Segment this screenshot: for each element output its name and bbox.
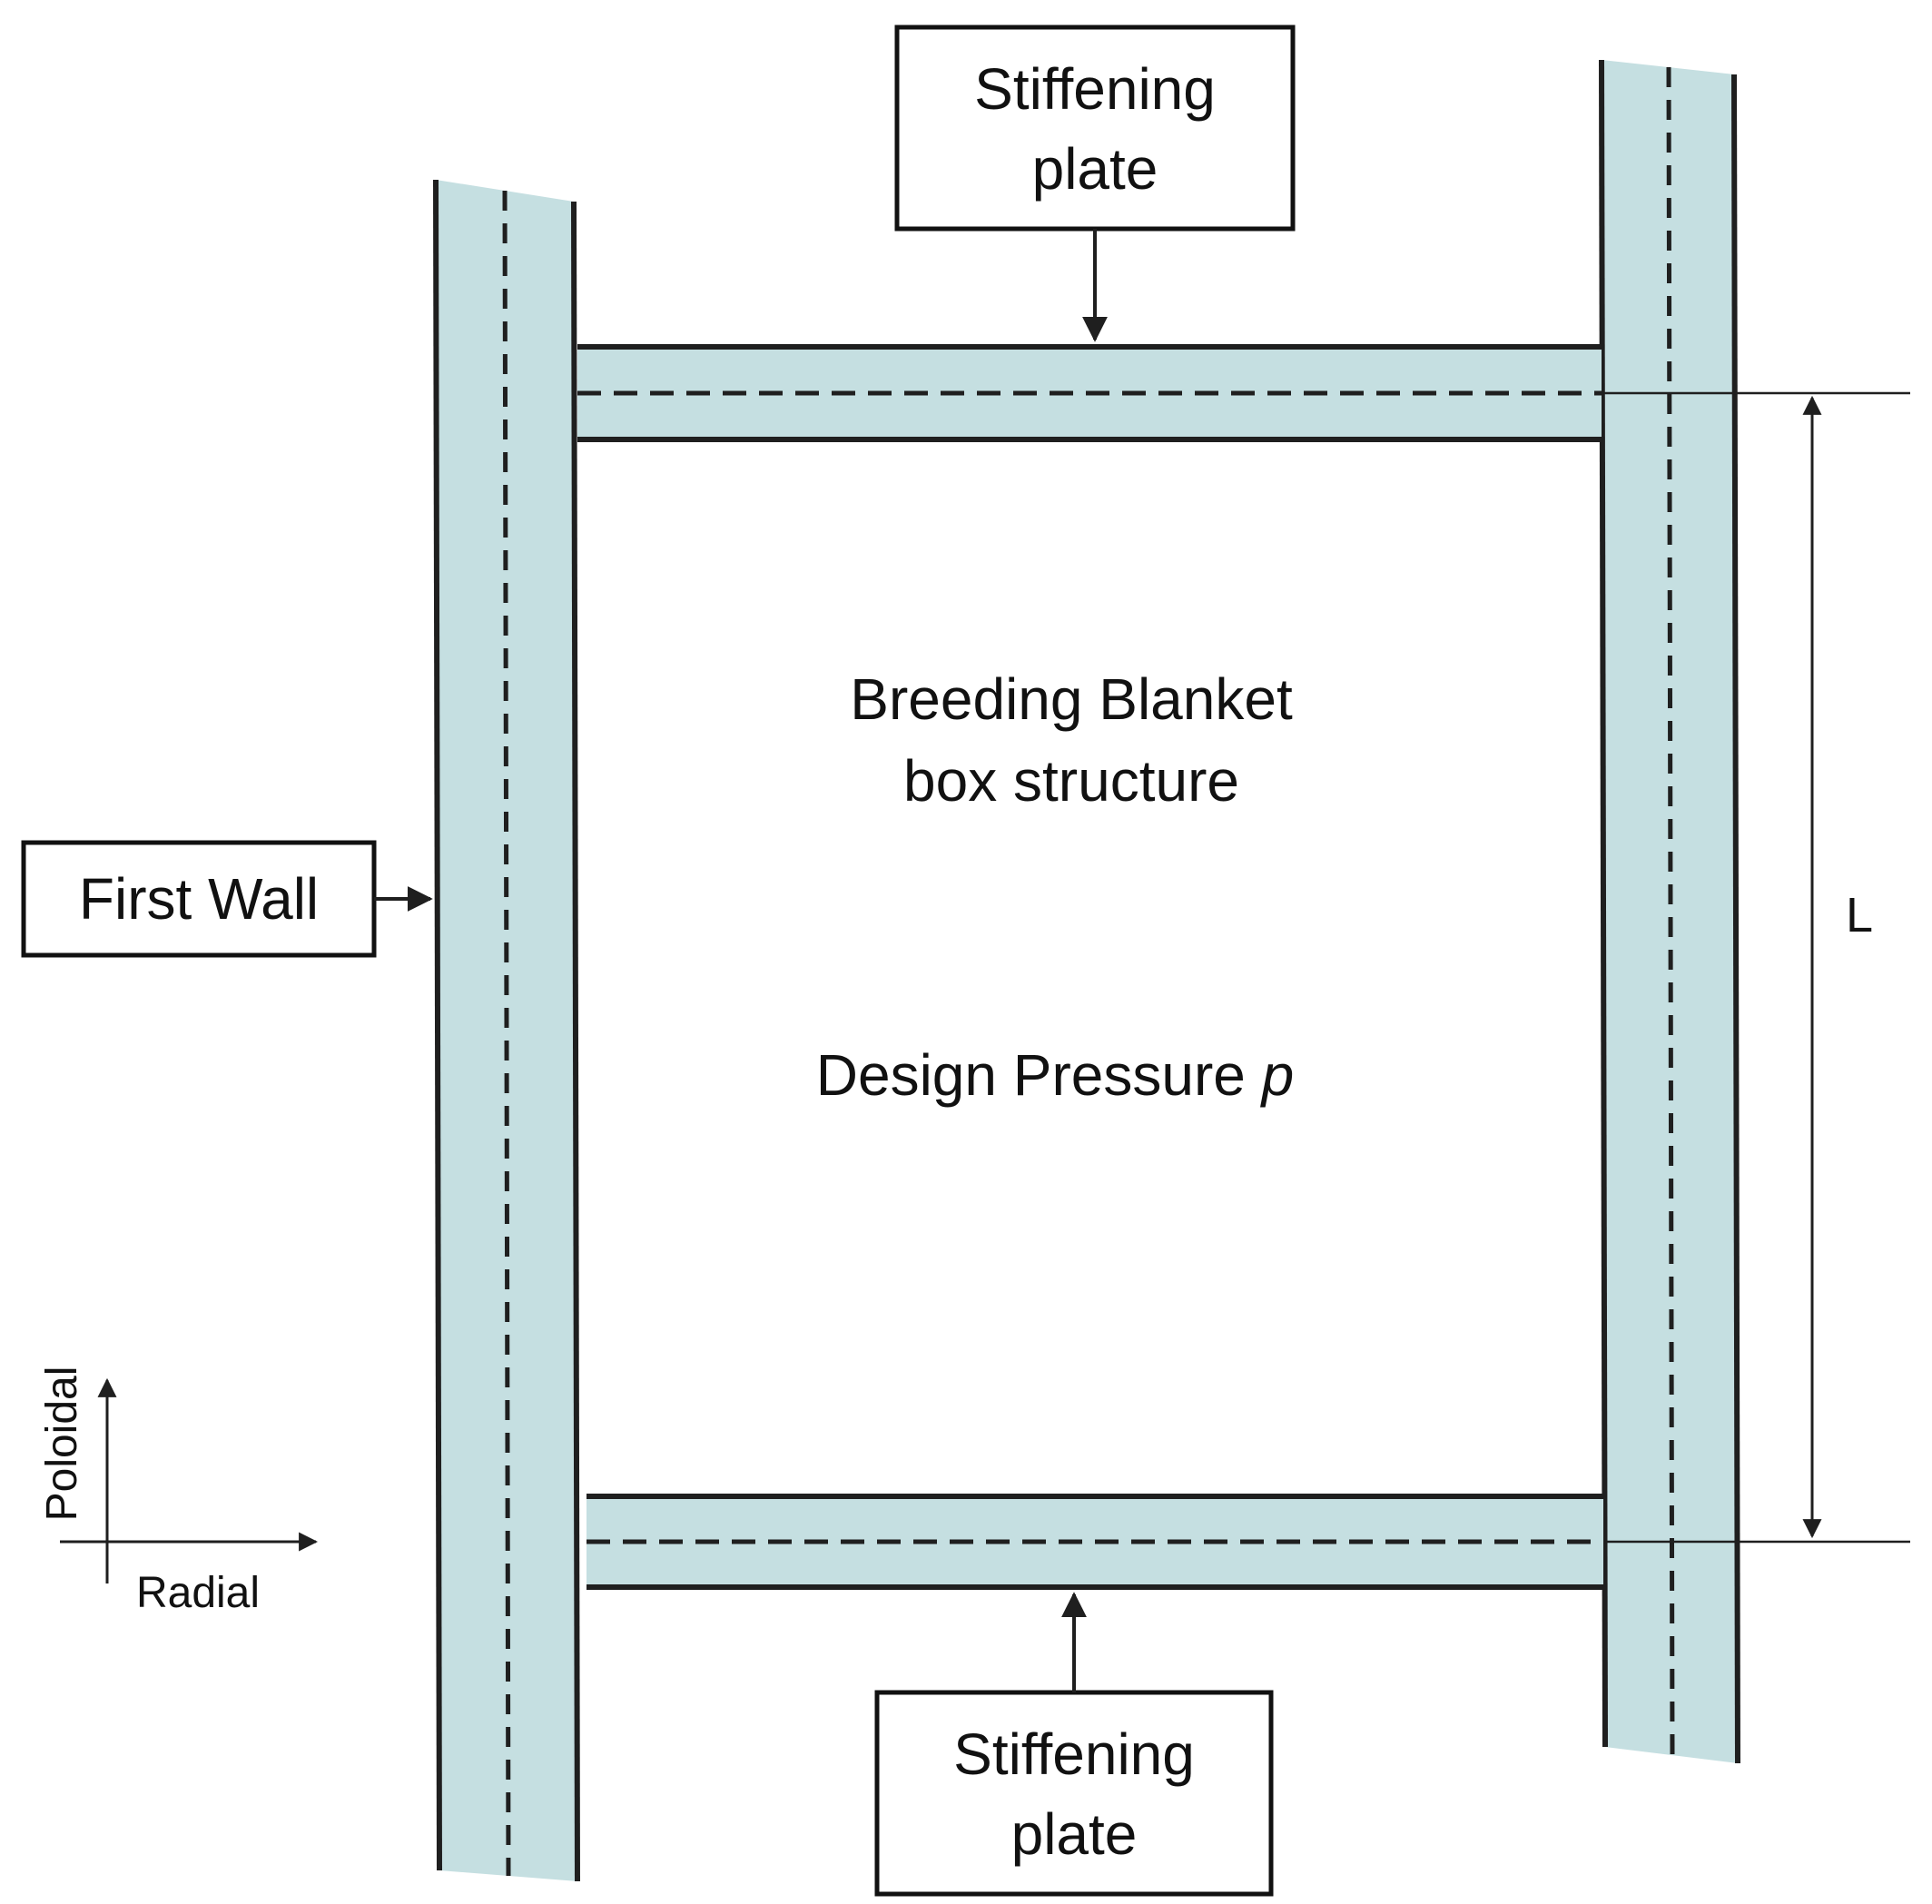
design-pressure-label: Design Pressure p: [816, 1042, 1294, 1108]
first-wall-plate: [433, 179, 580, 1882]
poloidal-axis-label: Poloidal: [38, 1366, 86, 1522]
callout-stiffening-plate-bottom: Stiffening plate: [874, 1592, 1274, 1897]
callout-box-bottom: [874, 1690, 1274, 1897]
callout-box-top: [894, 25, 1296, 232]
callout-first-wall: First Wall: [21, 840, 433, 958]
radial-axis-label: Radial: [136, 1569, 260, 1617]
first-wall-midline: [502, 190, 511, 1877]
callout-stiffening-plate-top: Stiffening plate: [894, 25, 1296, 342]
first-wall-label: First Wall: [79, 866, 319, 932]
callout-bottom-line1: Stiffening: [953, 1721, 1195, 1787]
top-stiffening-plate: [577, 344, 1602, 442]
callout-bottom-line2: plate: [1011, 1801, 1138, 1867]
callout-top-line1: Stiffening: [974, 56, 1216, 122]
right-wall-plate: [1599, 59, 1740, 1764]
dimension-label-l: L: [1846, 888, 1873, 942]
design-pressure-symbol: p: [1260, 1042, 1295, 1108]
bottom-stiffening-plate: [586, 1494, 1603, 1590]
right-wall-midline: [1666, 66, 1675, 1757]
axis-indicator: Poloidal Radial: [38, 1366, 319, 1617]
center-title-line1: Breeding Blanket: [850, 666, 1293, 732]
center-title-line2: box structure: [903, 748, 1239, 814]
callout-top-line2: plate: [1032, 136, 1158, 202]
design-pressure-text: Design Pressure: [816, 1042, 1262, 1108]
